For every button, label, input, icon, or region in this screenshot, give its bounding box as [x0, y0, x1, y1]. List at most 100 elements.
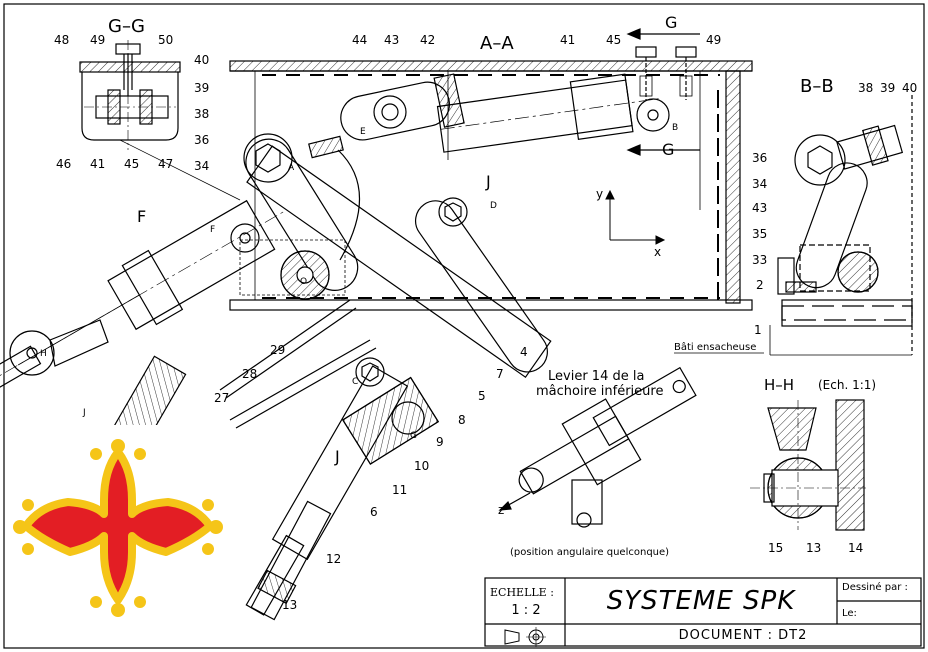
svg-text:49: 49	[90, 33, 105, 47]
date-label: Le:	[842, 608, 857, 619]
svg-text:6: 6	[370, 505, 378, 519]
drawing-title: SYSTEME SPK	[606, 586, 796, 616]
document-ref: DOCUMENT : DT2	[678, 628, 808, 643]
view-arrow-labels: G G F J J	[137, 13, 677, 466]
arrow-j-bottom: J	[334, 447, 340, 466]
svg-text:47: 47	[158, 157, 173, 171]
svg-text:38: 38	[194, 107, 209, 121]
svg-text:36: 36	[752, 151, 767, 165]
svg-text:1: 1	[754, 323, 762, 337]
point-h: H	[40, 349, 47, 359]
lower-plate	[229, 299, 753, 311]
svg-text:43: 43	[384, 33, 399, 47]
svg-text:8: 8	[458, 413, 466, 427]
section-hh-title: H–H	[764, 376, 794, 394]
svg-text:39: 39	[880, 81, 895, 95]
axis-labels: x y z	[498, 187, 661, 517]
section-aa	[229, 28, 753, 311]
svg-text:13: 13	[282, 598, 297, 612]
section-hh	[750, 399, 866, 531]
point-g: G	[410, 431, 417, 441]
arrow-f: F	[137, 207, 146, 226]
section-bb-title: B–B	[800, 76, 834, 97]
svg-text:45: 45	[124, 157, 139, 171]
echelle-label: ECHELLE :	[490, 586, 554, 599]
svg-text:28: 28	[242, 367, 257, 381]
levier-label-line1: Levier 14 de la	[548, 369, 644, 384]
svg-text:9: 9	[436, 435, 444, 449]
svg-text:50: 50	[158, 33, 173, 47]
part-numbers-bb: 38 39 40 36 34 43 35 33 2	[752, 81, 917, 292]
svg-text:46: 46	[56, 157, 71, 171]
svg-text:39: 39	[194, 81, 209, 95]
svg-text:36: 36	[194, 133, 209, 147]
svg-text:33: 33	[752, 253, 767, 267]
svg-text:10: 10	[414, 459, 429, 473]
svg-text:44: 44	[352, 33, 367, 47]
frame-right	[725, 70, 741, 304]
position-label: (position angulaire quelconque)	[510, 547, 669, 558]
axis-x-label: x	[654, 245, 661, 259]
point-j: J	[82, 408, 86, 418]
point-o: O	[300, 277, 307, 287]
title-block	[484, 577, 922, 647]
svg-text:49: 49	[706, 33, 721, 47]
svg-text:42: 42	[420, 33, 435, 47]
dessine-par-label: Dessiné par :	[842, 582, 908, 593]
section-titles: A–A B–B G–G H–H (Ech. 1:1)	[108, 16, 876, 394]
point-labels: A B C D E F G H J O	[40, 123, 678, 441]
svg-text:41: 41	[90, 157, 105, 171]
arrow-j-top: J	[485, 172, 491, 191]
section-bb	[769, 95, 913, 356]
part-numbers-hh: 15 13 14	[768, 541, 863, 555]
svg-text:45: 45	[606, 33, 621, 47]
svg-text:11: 11	[392, 483, 407, 497]
svg-text:5: 5	[478, 389, 486, 403]
axis-y-label: y	[596, 187, 603, 201]
section-hh-scale: (Ech. 1:1)	[818, 378, 876, 392]
svg-text:48: 48	[54, 33, 69, 47]
part-numbers-left: 40 39 38 36 34	[194, 53, 209, 173]
svg-text:34: 34	[194, 159, 209, 173]
svg-text:12: 12	[326, 552, 341, 566]
svg-text:34: 34	[752, 177, 767, 191]
point-e: E	[360, 127, 366, 137]
annotation-labels: Bâti ensacheuse Levier 14 de la mâchoire…	[510, 341, 764, 558]
point-d: D	[490, 201, 497, 211]
point-a: A	[288, 163, 295, 173]
point-c: C	[352, 377, 358, 387]
levier-14	[498, 366, 697, 528]
svg-text:43: 43	[752, 201, 767, 215]
bati-label: Bâti ensacheuse	[674, 341, 756, 353]
svg-text:29: 29	[270, 343, 285, 357]
svg-text:7: 7	[496, 367, 504, 381]
part-numbers-aa: 44 43 42 41 45 49	[352, 33, 721, 47]
top-plate	[229, 60, 753, 72]
occitan-cross-icon	[10, 425, 232, 647]
part-numbers-gg: 48 49 50 46 41 45 47	[54, 33, 173, 171]
axis-xy	[605, 189, 666, 245]
levier-label-line2: mâchoire inférieure	[536, 384, 663, 399]
section-aa-title: A–A	[480, 33, 514, 54]
svg-text:38: 38	[858, 81, 873, 95]
svg-text:15: 15	[768, 541, 783, 555]
svg-text:13: 13	[806, 541, 821, 555]
svg-text:40: 40	[902, 81, 917, 95]
arrow-g-top: G	[665, 13, 677, 32]
svg-text:2: 2	[756, 278, 764, 292]
section-gg-title: G–G	[108, 16, 145, 37]
svg-text:35: 35	[752, 227, 767, 241]
projection-symbol-icon	[504, 627, 546, 647]
point-f: F	[210, 225, 215, 235]
main-mechanism	[0, 133, 552, 621]
svg-text:41: 41	[560, 33, 575, 47]
axis-z-label: z	[498, 503, 504, 517]
svg-text:27: 27	[214, 391, 229, 405]
svg-text:14: 14	[848, 541, 863, 555]
arrow-g-bottom: G	[662, 140, 674, 159]
part-numbers-main: 1 4 7 5 8 9 10 11 6 12 13 29 28 27	[214, 323, 762, 612]
svg-text:4: 4	[520, 345, 528, 359]
point-b: B	[672, 123, 678, 133]
drawing-border	[3, 3, 925, 649]
